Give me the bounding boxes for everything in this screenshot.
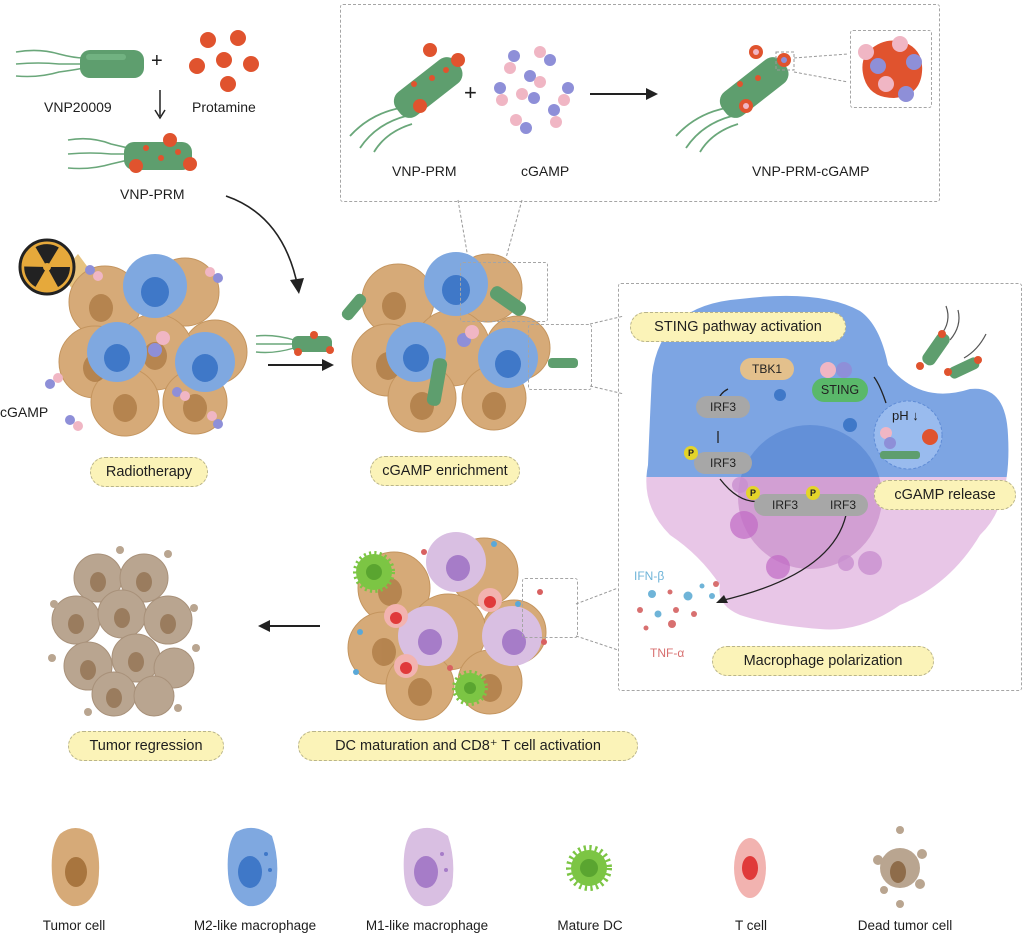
right-arrow-icon — [590, 88, 658, 100]
down-arrow-icon — [154, 90, 166, 120]
sting-node: STING — [812, 378, 868, 402]
t-cells — [384, 588, 502, 678]
zoom-callout-lines — [793, 53, 849, 83]
injected-bacterium-icon — [255, 331, 334, 356]
panel-bacteria-icon — [916, 305, 987, 379]
curved-arrow-icon — [225, 195, 304, 294]
irf3-dimer-b-label: IRF3 — [829, 498, 856, 512]
legend-label-m2-macrophage: M2-like macrophage — [193, 918, 317, 933]
legend-label-dead-tumor-cell: Dead tumor cell — [857, 918, 953, 933]
tbk1-label: TBK1 — [751, 362, 782, 376]
cgamp-release-pill: cGAMP release — [874, 480, 1016, 510]
sting-pathway-activation-pill: STING pathway activation — [630, 312, 846, 342]
vnp-prm-bacterium-icon — [67, 133, 197, 173]
loading-schematic-box — [340, 4, 940, 202]
box-vnp-prm-label: VNP-PRM — [392, 163, 457, 179]
cgamp-enrichment-pill: cGAMP enrichment — [370, 456, 520, 486]
ph-decrease-label: pH ↓ — [892, 408, 919, 423]
sting-cgamp-bound-icon — [820, 362, 852, 378]
vnp-prm-label: VNP-PRM — [120, 186, 185, 202]
m2-macrophage-icon — [227, 827, 278, 907]
sting-pathway-panel — [618, 283, 1022, 691]
enrichment-zoom-box-side — [528, 324, 592, 390]
step2-plus-sign: + — [464, 80, 477, 105]
protamine-particles-icon — [189, 30, 259, 92]
dc-tumor-zoom-box — [522, 578, 578, 638]
right-arrow-to-enrichment-icon — [268, 359, 334, 371]
protamine-cgamp-complex-icon — [858, 36, 923, 102]
m2-macrophage-cells — [87, 254, 235, 392]
phospho-tag-b: P — [806, 486, 820, 500]
vnp20009-bacterium-icon — [15, 49, 144, 78]
sting-label: STING — [820, 383, 860, 397]
t-cell-icon — [734, 838, 766, 898]
phospho-tag-a: P — [746, 486, 760, 500]
vnp-prm-tilted-bacterium-icon — [349, 43, 465, 153]
regressed-tumor-cluster — [48, 546, 200, 717]
dc-maturation-tumor-cluster — [347, 532, 547, 721]
vnp-prm-cgamp-bacterium-icon — [675, 45, 795, 153]
legend-label-tumor-cell: Tumor cell — [42, 918, 106, 933]
dendritic-cells — [353, 551, 488, 706]
dc-tumor-callout-lines — [575, 587, 619, 651]
irf3-label: IRF3 — [709, 400, 736, 414]
legend: Tumor cell M2-like macrophage M1-like ma… — [0, 820, 1024, 938]
mature-dc-icon — [566, 845, 612, 891]
tumor-bacteria — [341, 286, 578, 406]
plus-sign: + — [151, 50, 163, 72]
vnp20009-label: VNP20009 — [44, 99, 112, 115]
cgamp-side-label: cGAMP — [0, 404, 49, 420]
ifn-beta-label: IFN-β — [634, 569, 665, 583]
enrichment-to-panel-callout-lines — [589, 315, 625, 395]
box-cgamp-label: cGAMP — [521, 163, 570, 179]
protamine-label: Protamine — [192, 99, 256, 115]
box-vnp-prm-cgamp-label: VNP-PRM-cGAMP — [752, 163, 870, 179]
enrichment-tumor-cluster — [341, 252, 578, 433]
phospho-irf3-node: IRF3 P — [684, 446, 754, 474]
m1-macrophage-icon — [403, 827, 454, 907]
tumor-regression-pill: Tumor regression — [68, 731, 224, 761]
left-arrow-icon — [258, 620, 320, 632]
irf3-node: IRF3 — [696, 396, 750, 418]
irf3-dimer: IRF3 IRF3 P P — [746, 486, 870, 516]
released-cgamp-particles — [45, 265, 223, 431]
cytokine-particles-icon — [637, 581, 719, 631]
particle-zoom-inset — [850, 30, 932, 108]
legend-label-mature-dc: Mature DC — [557, 918, 623, 933]
top-box-callout-lines — [457, 199, 523, 259]
tumor-cell-icon — [51, 828, 100, 907]
radiation-symbol-icon — [18, 238, 118, 322]
tbk1-node: TBK1 — [740, 358, 794, 380]
radiotherapy-tumor-cluster — [58, 254, 248, 437]
phospho-irf3-label: IRF3 — [709, 456, 736, 470]
radiotherapy-pill: Radiotherapy — [90, 457, 208, 487]
irf3-dimer-a-label: IRF3 — [771, 498, 798, 512]
cgamp-molecules-icon — [494, 46, 574, 134]
dc-maturation-pill: DC maturation and CD8⁺ T cell activation — [298, 731, 638, 761]
legend-label-t-cell: T cell — [734, 918, 767, 933]
macrophage-polarization-pill: Macrophage polarization — [712, 646, 934, 676]
tnf-alpha-label: TNF-α — [650, 646, 685, 660]
enrichment-zoom-box-top — [460, 262, 548, 322]
legend-label-m1-macrophage: M1-like macrophage — [365, 918, 489, 933]
phospho-tag: P — [684, 446, 698, 460]
dead-tumor-cell-icon — [873, 826, 927, 908]
